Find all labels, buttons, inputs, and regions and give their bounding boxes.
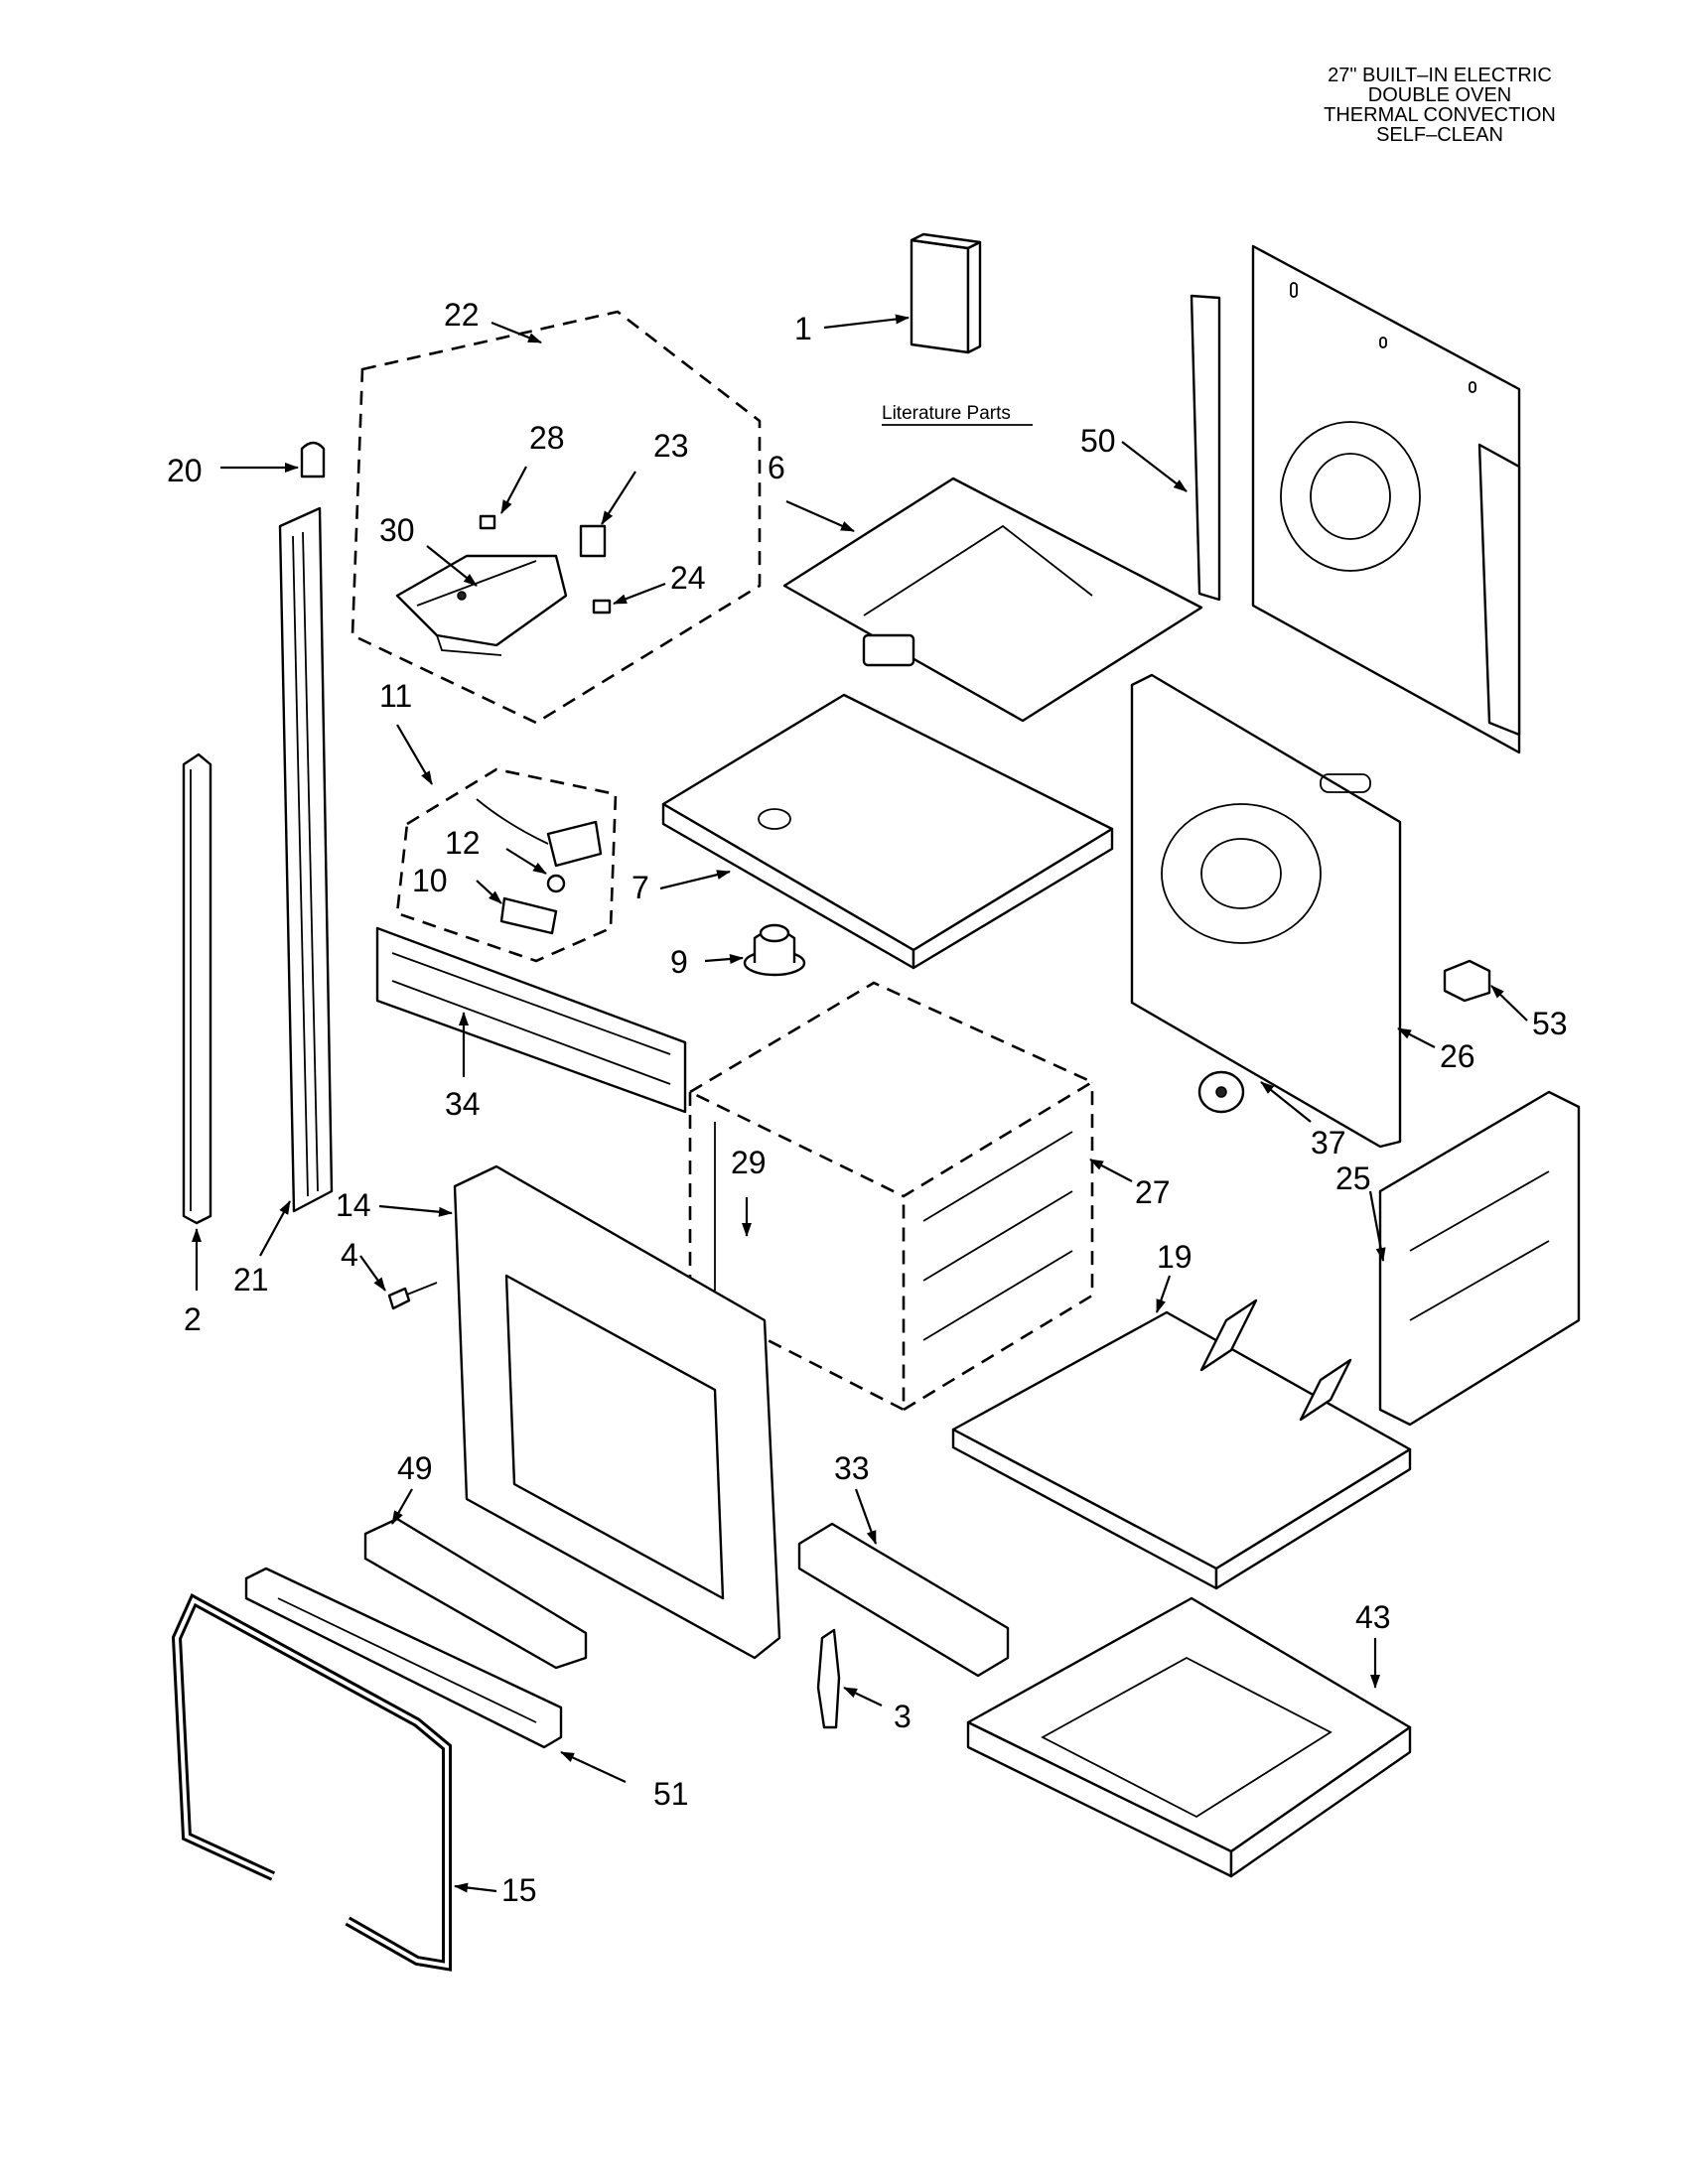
part-11-light-assembly — [395, 767, 618, 963]
callout-23: 23 — [653, 428, 689, 464]
part-7-top-panel — [661, 693, 1114, 970]
callout-29: 29 — [731, 1145, 767, 1180]
callout-28: 28 — [529, 420, 565, 456]
callout-53: 53 — [1532, 1006, 1568, 1041]
part-9-fan-motor — [743, 923, 806, 977]
leader-arrows — [192, 314, 1528, 1893]
callout-19: 19 — [1157, 1239, 1193, 1275]
callout-30: 30 — [379, 512, 415, 548]
part-3-bracket — [816, 1628, 841, 1729]
callout-34: 34 — [445, 1086, 481, 1122]
callout-12: 12 — [445, 825, 481, 861]
callout-7: 7 — [632, 870, 649, 905]
title-line: DOUBLE OVEN — [1367, 84, 1512, 106]
part-25-side-shield — [1378, 1090, 1581, 1427]
callout-20: 20 — [167, 453, 203, 488]
callout-10: 10 — [412, 863, 448, 898]
title-line: THERMAL CONVECTION — [1324, 104, 1556, 126]
part-53-switch — [1443, 959, 1491, 1003]
title-line: 27" BUILT–IN ELECTRIC — [1328, 65, 1552, 86]
part-50-rear-panel — [1190, 244, 1521, 754]
callout-1: 1 — [794, 311, 812, 346]
callout-27: 27 — [1135, 1174, 1171, 1210]
part-27-oven-cavity — [687, 981, 1095, 1413]
callout-37: 37 — [1311, 1125, 1346, 1160]
part-26-side-panel — [1130, 673, 1402, 1149]
callout-3: 3 — [894, 1699, 912, 1734]
part-21-side-trim — [278, 506, 334, 1213]
part-2-side-strip — [182, 752, 212, 1225]
callout-4: 4 — [341, 1237, 358, 1273]
callout-50: 50 — [1080, 423, 1116, 459]
callout-11: 11 — [379, 678, 412, 714]
part-1-literature — [910, 232, 982, 354]
part-6-top-shield — [782, 477, 1203, 723]
diagram-title: 27" BUILT–IN ELECTRIC DOUBLE OVEN THERMA… — [1291, 66, 1589, 145]
callout-33: 33 — [834, 1450, 870, 1486]
callout-26: 26 — [1440, 1038, 1475, 1074]
part-43-bottom-tray — [966, 1596, 1412, 1878]
callout-25: 25 — [1335, 1160, 1371, 1196]
part-34-vent-grille — [375, 926, 687, 1114]
part-37-fan-blade — [1197, 1070, 1245, 1114]
callout-43: 43 — [1355, 1599, 1391, 1635]
callout-22: 22 — [444, 297, 480, 333]
callout-2: 2 — [184, 1301, 202, 1337]
title-line: SELF–CLEAN — [1376, 124, 1503, 146]
part-20-bracket — [300, 441, 326, 478]
part-51-lower-vent — [244, 1567, 563, 1749]
literature-label: Literature Parts — [882, 403, 1011, 424]
part-19-bottom-panel — [951, 1298, 1412, 1590]
part-4-screw — [387, 1282, 438, 1310]
callout-9: 9 — [670, 944, 688, 980]
callout-15: 15 — [501, 1872, 537, 1908]
callout-49: 49 — [397, 1450, 433, 1486]
part-22-control-assembly — [351, 310, 762, 725]
callout-51: 51 — [653, 1776, 689, 1812]
callout-14: 14 — [336, 1187, 371, 1223]
part-33-trim-bar — [797, 1522, 1010, 1678]
callout-21: 21 — [233, 1262, 269, 1297]
callout-6: 6 — [768, 450, 785, 485]
callout-24: 24 — [670, 560, 706, 596]
part-15-door-gasket — [171, 1593, 452, 1972]
part-14-front-frame — [453, 1164, 781, 1660]
